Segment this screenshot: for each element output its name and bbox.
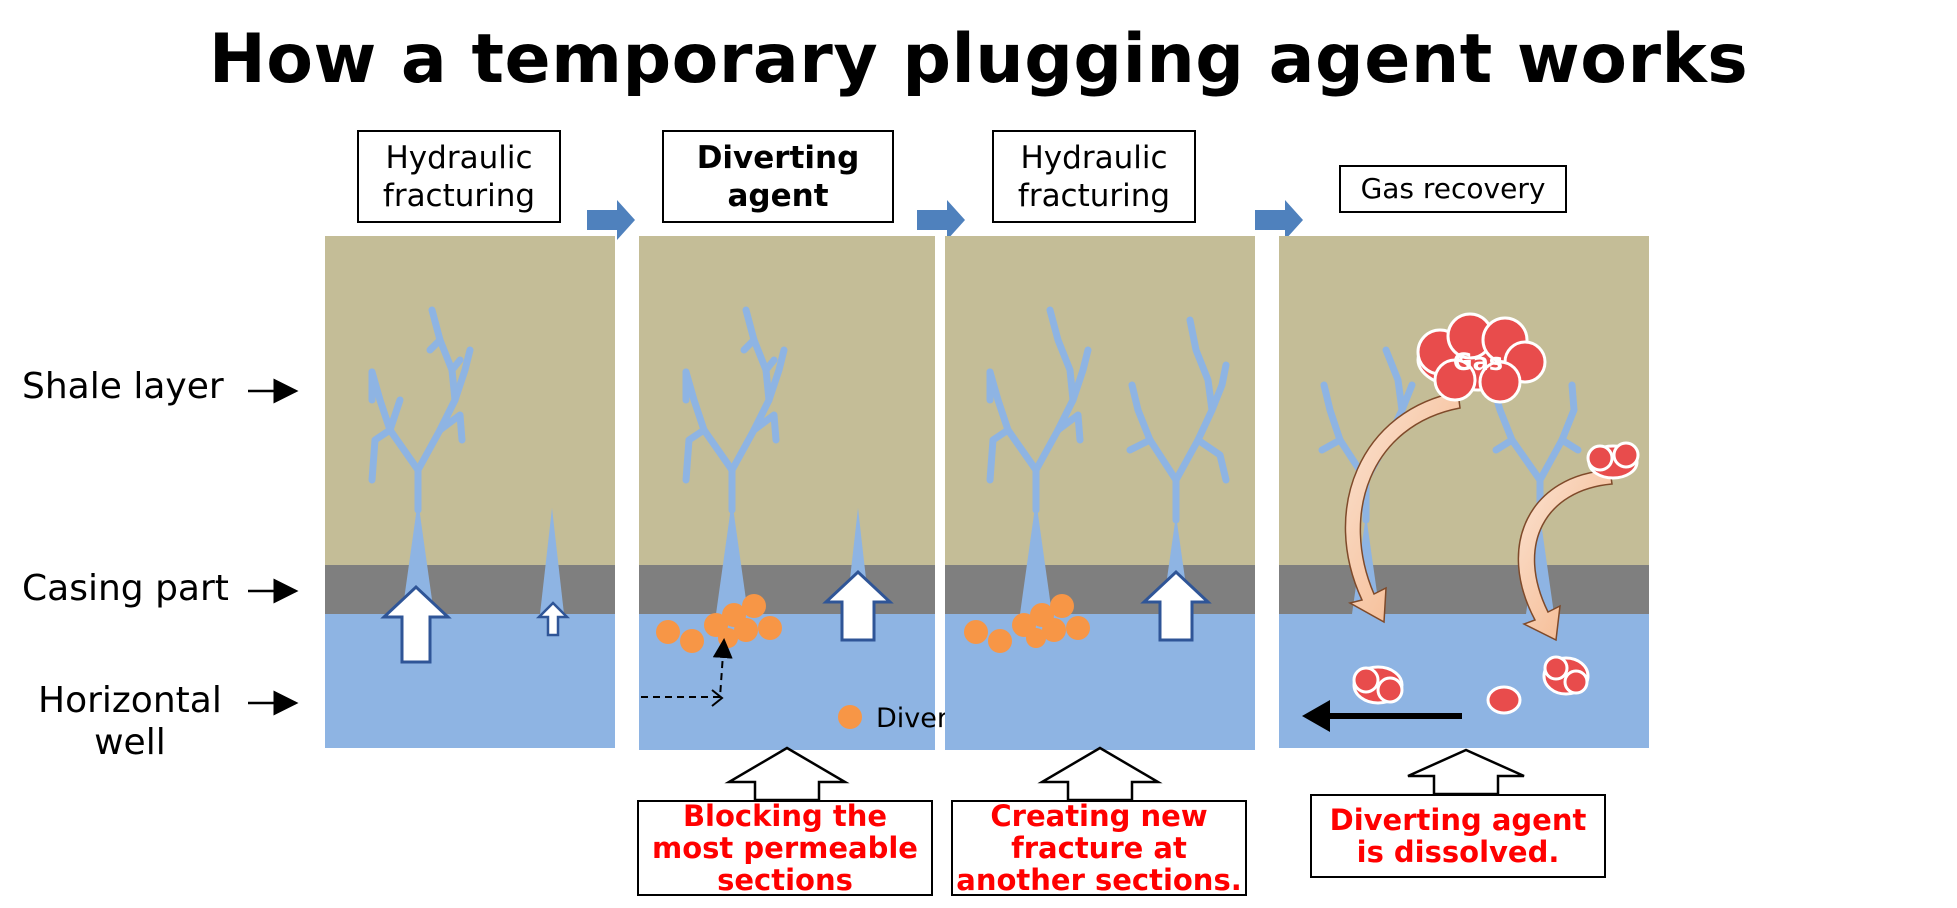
panel-4: Gas [1279,236,1649,748]
panel-4-curved-arrow-2 [1517,469,1613,642]
panel-2-up-arrow [822,569,894,642]
gas-blob-well-2 [1486,685,1522,715]
panel-1-shale [325,236,615,565]
panel-3-fracture-2 [1126,316,1230,524]
legend-agent-dot [838,705,862,729]
panel-4-curved-arrow-1 [1344,391,1461,624]
callout-arrow-1 [724,746,850,802]
panel-3-casing [945,565,1255,614]
panel-4-casing [1279,565,1649,614]
panel-1-up-arrow-large [380,584,452,664]
step-3-box: Hydraulic fracturing [992,130,1196,223]
flow-arrow-2 [917,200,965,240]
gas-label: Gas [1453,348,1503,376]
step-1-box: Hydraulic fracturing [357,130,561,223]
label-horizontal-well: Horizontal well [38,680,222,763]
label-shale-layer: Shale layer [22,366,224,407]
panel-2-fracture [682,306,788,514]
gas-blob-well-3 [1542,655,1590,696]
gas-blob-right [1586,441,1640,480]
panel-3-fracture-1 [986,306,1092,514]
step-4-box: Gas recovery [1339,165,1567,213]
panel-3 [945,236,1255,750]
panel-2: Diverting agent [639,236,1087,750]
step-2-box: Diverting agent [662,130,894,223]
panel-1-up-arrow-small [535,601,571,637]
flow-arrow-3 [1255,200,1303,240]
callout-new-fracture: Creating new fracture at another section… [951,800,1247,896]
panel-4-well [1279,614,1649,748]
panel-2-agent-particles [656,594,782,653]
panel-1-fracture-cone [402,500,434,614]
gas-blob-well-1 [1352,665,1404,705]
gas-cloud [1416,312,1547,404]
label-casing-part: Casing part [22,568,229,609]
callout-arrow-2 [1037,746,1163,802]
panel-1-well [325,614,615,748]
callout-blocking: Blocking the most permeable sections [637,800,933,896]
panel-2-dashed-arrowhead [711,689,724,707]
panel-1 [325,236,615,748]
side-label-arrows [248,378,299,716]
flow-arrow-1 [587,200,635,240]
panel-1-fracture [368,306,474,514]
panel-3-agent-particles [964,594,1090,653]
panel-4-flow-arrowhead [1302,700,1330,732]
panel-2-casing [639,565,935,614]
panel-4-shale [1279,236,1649,565]
panel-3-fracture-cone-1 [1020,500,1052,614]
panel-1-small-cone [540,508,564,614]
step-flow-arrows [587,200,1303,240]
panel-1-casing [325,565,615,614]
panel-2-fracture-cone [716,500,748,614]
panel-3-up-arrow [1140,569,1212,642]
callout-dissolved: Diverting agent is dissolved. [1310,794,1606,878]
callout-arrow-3 [1407,748,1525,796]
page-title: How a temporary plugging agent works [208,20,1749,99]
